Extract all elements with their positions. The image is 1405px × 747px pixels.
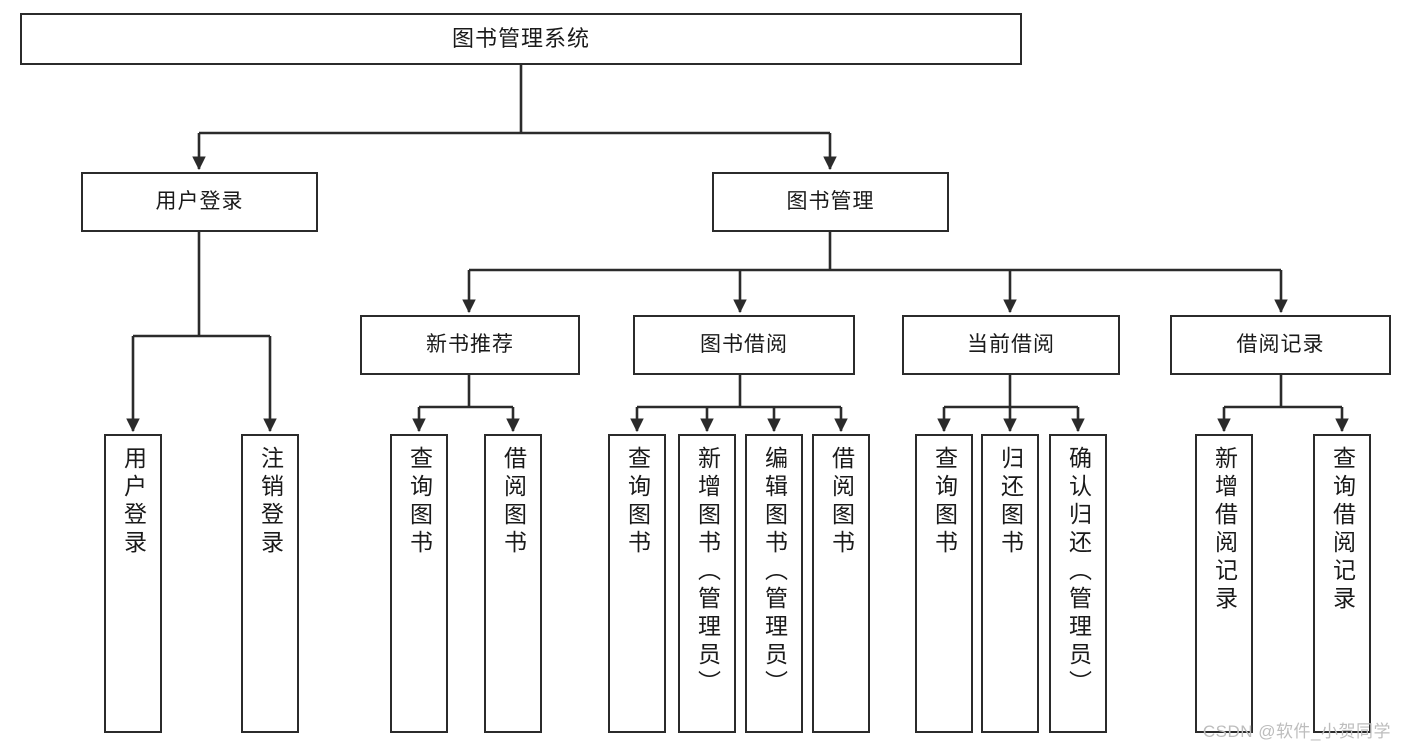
node-leaf-add-book[interactable]: 新增图书（管理员）: [678, 434, 736, 733]
node-label: 编辑图书（管理员）: [761, 446, 788, 698]
node-root-system[interactable]: 图书管理系统: [20, 13, 1022, 65]
node-new-book-recommend[interactable]: 新书推荐: [360, 315, 580, 375]
node-label: 用户登录: [120, 446, 147, 558]
node-leaf-borrow-book-1[interactable]: 借阅图书: [484, 434, 542, 733]
node-label: 归还图书: [997, 446, 1024, 558]
node-leaf-return-book[interactable]: 归还图书: [981, 434, 1039, 733]
node-borrow-record[interactable]: 借阅记录: [1170, 315, 1391, 375]
node-leaf-logout-login[interactable]: 注销登录: [241, 434, 299, 733]
node-leaf-query-book-2[interactable]: 查询图书: [608, 434, 666, 733]
node-label: 注销登录: [257, 446, 284, 558]
node-label: 借阅图书: [828, 446, 855, 558]
node-label: 图书管理: [786, 189, 875, 213]
node-leaf-borrow-book-2[interactable]: 借阅图书: [812, 434, 870, 733]
node-label: 借阅记录: [1236, 332, 1325, 356]
node-label: 新增图书（管理员）: [694, 446, 721, 698]
node-label: 图书借阅: [700, 332, 788, 356]
node-book-manage[interactable]: 图书管理: [712, 172, 949, 232]
node-leaf-edit-book[interactable]: 编辑图书（管理员）: [745, 434, 803, 733]
node-book-borrow[interactable]: 图书借阅: [633, 315, 855, 375]
node-leaf-add-record[interactable]: 新增借阅记录: [1195, 434, 1253, 733]
node-leaf-query-record[interactable]: 查询借阅记录: [1313, 434, 1371, 733]
csdn-watermark: CSDN @软件_小贺同学: [1202, 722, 1391, 741]
node-label: 查询图书: [931, 446, 958, 558]
node-label: 查询借阅记录: [1329, 446, 1356, 614]
node-label: 用户登录: [155, 189, 244, 213]
node-label: 查询图书: [406, 446, 433, 558]
node-current-borrow[interactable]: 当前借阅: [902, 315, 1120, 375]
node-leaf-user-login[interactable]: 用户登录: [104, 434, 162, 733]
node-label: 新增借阅记录: [1211, 446, 1238, 614]
node-leaf-query-book-1[interactable]: 查询图书: [390, 434, 448, 733]
node-label: 借阅图书: [500, 446, 527, 558]
node-label: 确认归还（管理员）: [1065, 446, 1092, 698]
node-leaf-confirm-return[interactable]: 确认归还（管理员）: [1049, 434, 1107, 733]
node-user-login[interactable]: 用户登录: [81, 172, 318, 232]
node-label: 新书推荐: [426, 332, 514, 356]
node-leaf-query-book-3[interactable]: 查询图书: [915, 434, 973, 733]
node-label: 图书管理系统: [451, 26, 590, 52]
node-label: 当前借阅: [967, 332, 1055, 356]
node-label: 查询图书: [624, 446, 651, 558]
